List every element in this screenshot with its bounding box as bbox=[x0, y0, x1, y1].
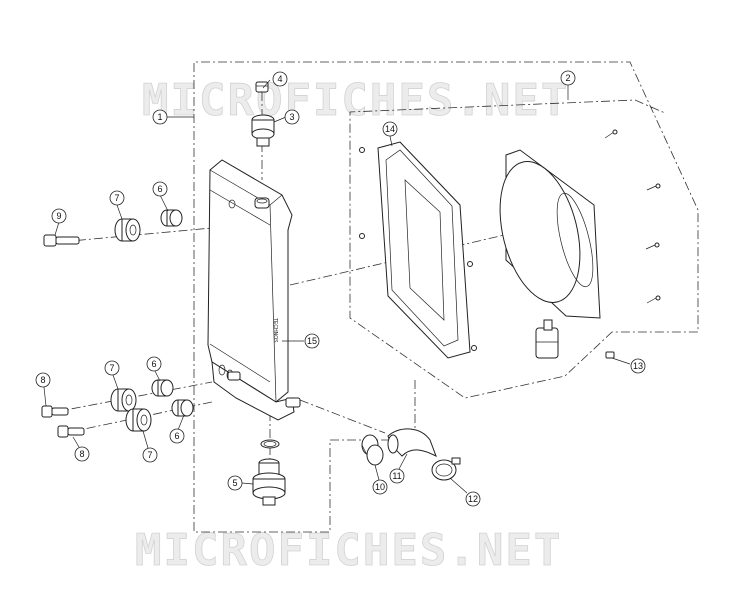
callout-6-upper: 6 bbox=[152, 181, 168, 197]
callout-1: 1 bbox=[152, 109, 168, 125]
fan-shroud-14 bbox=[359, 141, 477, 359]
callout-7-middle: 7 bbox=[104, 360, 120, 376]
callout-7-upper: 7 bbox=[109, 190, 125, 206]
callout-label-7-upper: 7 bbox=[114, 193, 119, 203]
callout-9: 9 bbox=[51, 208, 67, 224]
callout-label-9: 9 bbox=[56, 211, 61, 221]
assembly-boundary-radiator bbox=[193, 61, 699, 533]
clip-13 bbox=[605, 351, 615, 359]
callout-label-7-middle: 7 bbox=[109, 363, 114, 373]
filler-neck-3 bbox=[251, 114, 275, 147]
o-ring-inner bbox=[263, 441, 277, 447]
radiator-brand-mark: TECHNOS bbox=[272, 318, 278, 343]
callout-label-10: 10 bbox=[375, 482, 385, 492]
callout-label-6-middle: 6 bbox=[151, 359, 156, 369]
callout-label-3: 3 bbox=[289, 112, 294, 122]
callout-label-1: 1 bbox=[157, 112, 162, 122]
callout-4: 4 bbox=[272, 71, 288, 87]
callout-leaders bbox=[43, 78, 631, 494]
bushing-6-middle bbox=[151, 379, 174, 397]
cooling-fan bbox=[499, 149, 601, 359]
callout-label-13: 13 bbox=[633, 361, 643, 371]
bolt-9 bbox=[43, 234, 80, 247]
elbow-hose-11 bbox=[387, 428, 437, 458]
callout-12: 12 bbox=[465, 491, 481, 507]
grommet-7-upper bbox=[114, 218, 141, 242]
callout-label-5: 5 bbox=[232, 478, 237, 488]
callout-8-lower: 8 bbox=[74, 446, 90, 462]
bolt-8-lower bbox=[57, 425, 85, 438]
callout-6-middle: 6 bbox=[146, 356, 162, 372]
bolt-8-upper bbox=[41, 405, 69, 418]
hose-clamp-10 bbox=[361, 434, 384, 466]
callout-label-6-upper: 6 bbox=[157, 184, 162, 194]
callout-14: 14 bbox=[382, 121, 398, 137]
bushing-6-upper bbox=[160, 209, 183, 227]
watermark-bottom: MICROFICHES.NET bbox=[135, 525, 562, 576]
watermark-top: MICROFICHES.NET bbox=[142, 75, 569, 126]
callout-15: 15 bbox=[304, 333, 320, 349]
callout-label-15: 15 bbox=[307, 336, 317, 346]
callout-8-upper: 8 bbox=[35, 372, 51, 388]
callout-10: 10 bbox=[372, 479, 388, 495]
cap-4 bbox=[255, 81, 269, 93]
callout-label-8-upper: 8 bbox=[40, 375, 45, 385]
callout-3: 3 bbox=[284, 109, 300, 125]
drain-fitting-5 bbox=[252, 458, 286, 506]
callout-7-lower: 7 bbox=[142, 447, 158, 463]
callout-label-2: 2 bbox=[565, 73, 570, 83]
callout-label-7-lower: 7 bbox=[147, 450, 152, 460]
callout-11: 11 bbox=[389, 468, 405, 484]
radiator-15: TECHNOS bbox=[207, 159, 301, 421]
bushing-6-lower bbox=[171, 399, 194, 417]
fan-screws bbox=[604, 129, 661, 304]
callout-13: 13 bbox=[630, 358, 646, 374]
callout-label-4: 4 bbox=[277, 74, 282, 84]
callout-6-lower: 6 bbox=[169, 428, 185, 444]
callout-label-8-lower: 8 bbox=[79, 449, 84, 459]
grommet-7-middle bbox=[110, 388, 137, 412]
callout-label-14: 14 bbox=[385, 124, 395, 134]
callout-label-11: 11 bbox=[392, 471, 401, 481]
hose-clamp-12 bbox=[431, 457, 461, 481]
grommet-7-lower bbox=[125, 408, 152, 432]
callout-label-12: 12 bbox=[468, 494, 478, 504]
callout-5: 5 bbox=[227, 475, 243, 491]
callout-label-6-lower: 6 bbox=[174, 431, 179, 441]
callout-2: 2 bbox=[560, 70, 576, 86]
